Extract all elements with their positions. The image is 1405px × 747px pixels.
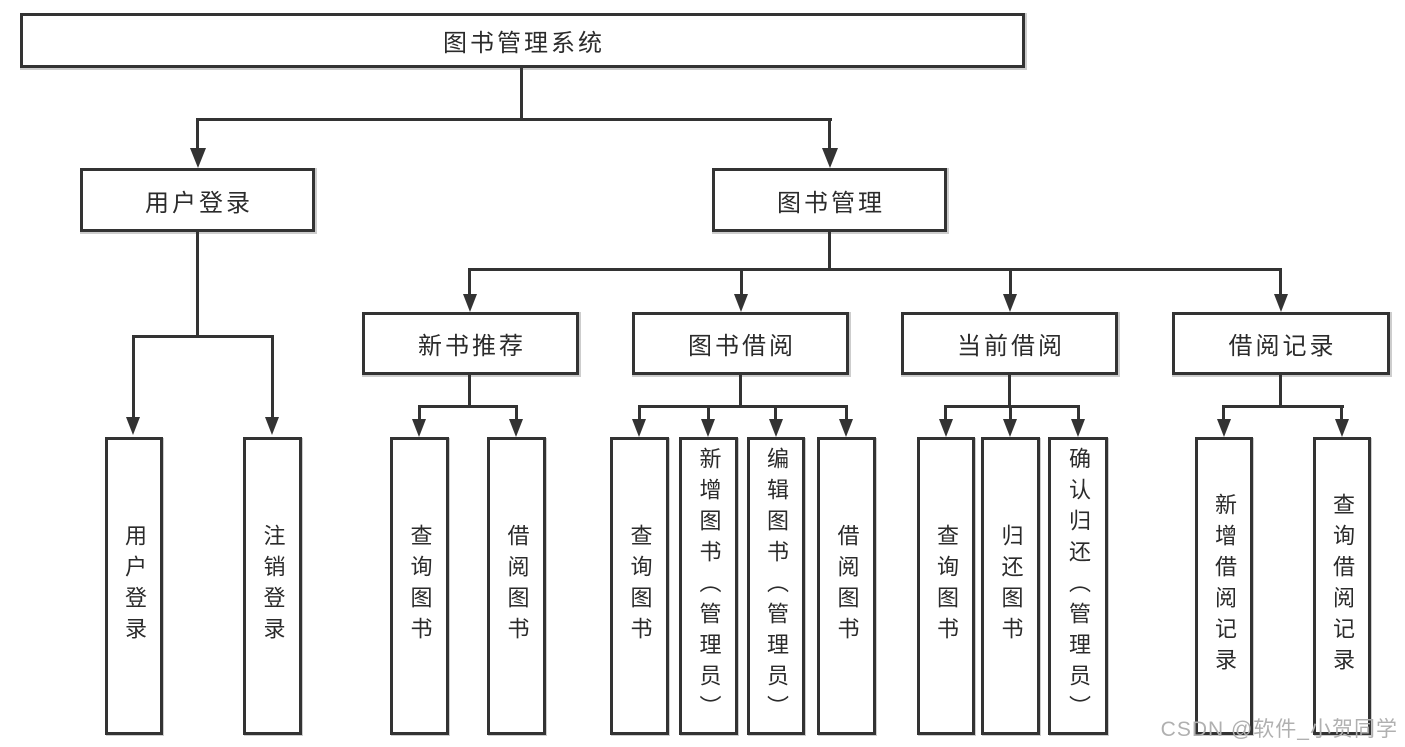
arrow-down-icon — [1003, 419, 1017, 437]
connector-line — [1279, 375, 1282, 405]
arrow-down-icon — [632, 419, 646, 437]
connector-line — [1222, 408, 1225, 421]
leaf-borrow-books-recommend: 借阅图书 — [487, 437, 546, 735]
arrow-down-icon — [769, 419, 783, 437]
connector-line — [132, 335, 274, 338]
connector-line — [828, 121, 831, 149]
arrow-down-icon — [822, 148, 838, 168]
connector-line — [1008, 375, 1011, 405]
connector-line — [1009, 271, 1012, 296]
connector-line — [1009, 408, 1012, 421]
connector-line — [468, 375, 471, 405]
connector-line — [638, 405, 848, 408]
arrow-down-icon — [939, 419, 953, 437]
connector-line — [1340, 408, 1343, 421]
leaf-query-books-recommend: 查询图书 — [390, 437, 449, 735]
connector-line — [1279, 271, 1282, 296]
connector-line — [707, 408, 710, 421]
leaf-logout: 注销登录 — [243, 437, 302, 735]
leaf-borrow-books: 借阅图书 — [817, 437, 876, 735]
arrow-down-icon — [412, 419, 426, 437]
leaf-label: 归还图书 — [998, 524, 1024, 648]
arrow-down-icon — [265, 417, 279, 435]
connector-line — [1222, 405, 1344, 408]
node-label: 图书管理系统 — [443, 30, 605, 57]
arrow-down-icon — [463, 294, 477, 312]
leaf-label: 编辑图书（管理员） — [764, 446, 789, 726]
leaf-label: 借阅图书 — [834, 524, 860, 648]
arrow-down-icon — [734, 294, 748, 312]
leaf-query-books-current: 查询图书 — [917, 437, 975, 735]
arrow-down-icon — [1335, 419, 1349, 437]
leaf-user-login: 用户登录 — [105, 437, 163, 735]
connector-line — [271, 338, 274, 419]
connector-line — [196, 232, 199, 338]
arrow-down-icon — [1217, 419, 1231, 437]
leaf-add-borrow-record: 新增借阅记录 — [1195, 437, 1253, 735]
arrow-down-icon — [1274, 294, 1288, 312]
node-label: 借阅记录 — [1228, 333, 1337, 360]
leaf-label: 用户登录 — [122, 524, 147, 648]
node-label: 图书借阅 — [688, 333, 796, 360]
connector-line — [196, 121, 199, 149]
leaf-query-borrow-record: 查询借阅记录 — [1313, 437, 1371, 735]
node-label: 新书推荐 — [418, 333, 526, 360]
leaf-label: 确认归还（管理员） — [1066, 446, 1091, 726]
connector-line — [418, 405, 518, 408]
node-label: 图书管理 — [777, 189, 885, 217]
node-book-borrowing: 图书借阅 — [632, 312, 849, 375]
connector-line — [418, 408, 421, 421]
node-user-login: 用户登录 — [80, 168, 315, 232]
arrow-down-icon — [126, 417, 140, 435]
node-current-borrowing: 当前借阅 — [901, 312, 1118, 375]
leaf-label: 借阅图书 — [504, 524, 530, 648]
leaf-confirm-return-admin: 确认归还（管理员） — [1048, 437, 1108, 735]
arrow-down-icon — [509, 419, 523, 437]
connector-line — [774, 408, 777, 421]
connector-line — [740, 271, 743, 296]
node-book-management: 图书管理 — [712, 168, 947, 232]
node-label: 用户登录 — [145, 189, 253, 217]
leaf-label: 注销登录 — [260, 524, 286, 648]
connector-line — [515, 408, 518, 421]
arrow-down-icon — [839, 419, 853, 437]
leaf-label: 查询图书 — [934, 524, 959, 648]
node-borrowing-records: 借阅记录 — [1172, 312, 1390, 375]
node-label: 当前借阅 — [957, 333, 1065, 360]
connector-line — [845, 408, 848, 421]
connector-line — [520, 68, 523, 121]
arrow-down-icon — [1003, 294, 1017, 312]
connector-line — [1077, 408, 1080, 421]
connector-line — [944, 405, 1080, 408]
leaf-return-books: 归还图书 — [981, 437, 1040, 735]
node-library-management-system: 图书管理系统 — [20, 13, 1025, 68]
leaf-label: 新增图书（管理员） — [696, 446, 722, 726]
connector-line — [468, 268, 1282, 271]
leaf-label: 查询借阅记录 — [1330, 493, 1355, 679]
node-new-book-recommendation: 新书推荐 — [362, 312, 579, 375]
leaf-add-books-admin: 新增图书（管理员） — [679, 437, 738, 735]
leaf-label: 查询图书 — [627, 524, 653, 648]
connector-line — [638, 408, 641, 421]
arrow-down-icon — [701, 419, 715, 437]
connector-line — [739, 375, 742, 405]
connector-line — [468, 271, 471, 296]
leaf-query-books-borrow: 查询图书 — [610, 437, 669, 735]
leaf-label: 新增借阅记录 — [1212, 493, 1237, 679]
csdn-watermark: CSDN @软件_小贺同学 — [1160, 718, 1398, 741]
leaf-label: 查询图书 — [407, 524, 433, 648]
arrow-down-icon — [190, 148, 206, 168]
connector-line — [944, 408, 947, 421]
connector-line — [132, 338, 135, 419]
leaf-edit-books-admin: 编辑图书（管理员） — [747, 437, 805, 735]
connector-line — [196, 118, 832, 121]
arrow-down-icon — [1071, 419, 1085, 437]
connector-line — [828, 232, 831, 268]
